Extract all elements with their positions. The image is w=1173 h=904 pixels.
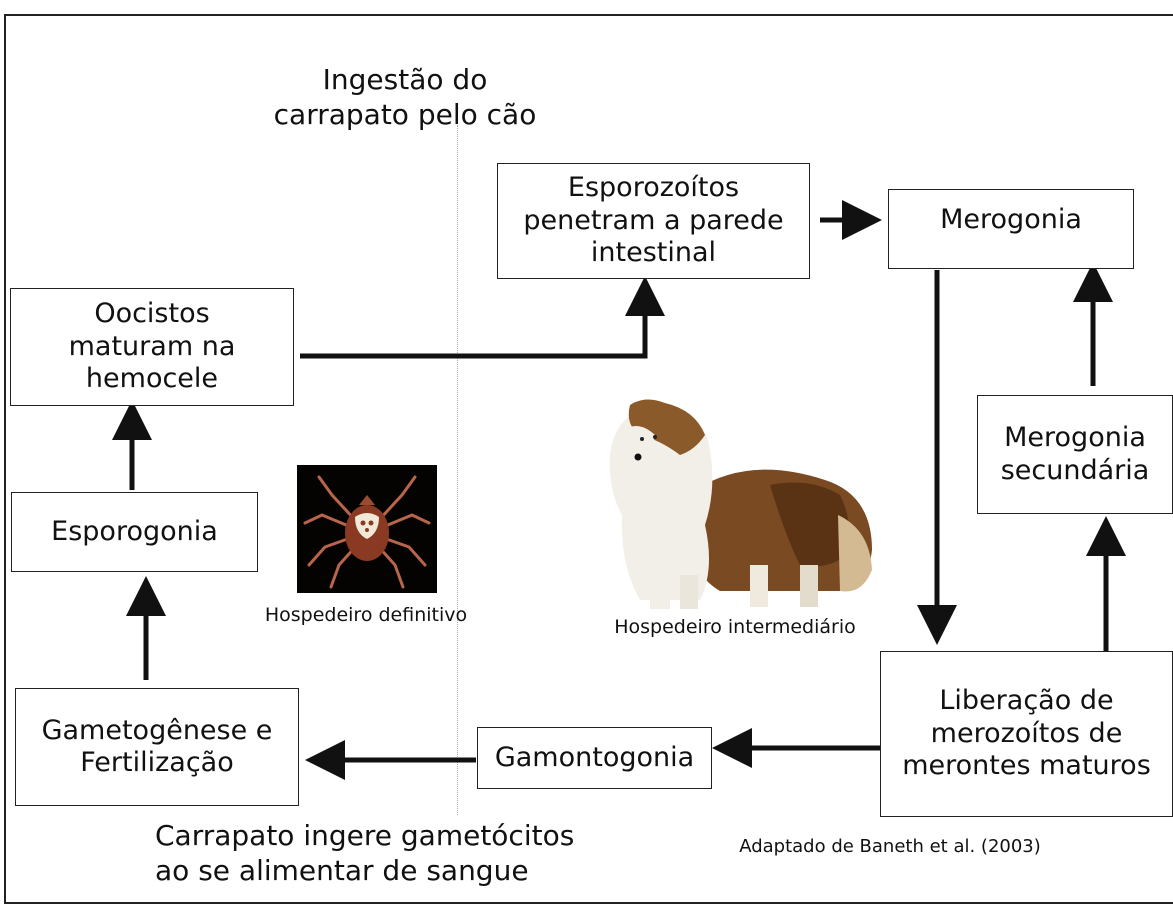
label-hospedeiro-definitivo: Hospedeiro definitivo [264, 604, 468, 626]
label-credito: Adaptado de Baneth et al. (2003) [739, 836, 1041, 857]
box-gamontogonia: Gamontogonia [477, 727, 712, 789]
box-esporogonia: Esporogonia [11, 492, 258, 572]
dog-icon [600, 395, 880, 615]
label-ingestao: Ingestão do carrapato pelo cão [273, 63, 537, 131]
arrow-oocistos-to-esporozoitos [300, 276, 665, 359]
box-merogonia: Merogonia [888, 189, 1134, 269]
box-esporozoitos: Esporozoítos penetram a parede intestina… [497, 163, 810, 279]
tick-icon [297, 465, 437, 593]
box-oocistos: Oocistos maturam na hemocele [10, 288, 294, 406]
box-liberacao: Liberação de merozoítos de merontes matu… [880, 651, 1173, 817]
label-hospedeiro-intermediario: Hospedeiro intermediário [614, 616, 856, 638]
box-merogonia-secundaria: Merogonia secundária [977, 395, 1173, 514]
host-divider-line [457, 125, 458, 815]
label-carrapato-ingere: Carrapato ingere gametócitos ao se alime… [155, 819, 575, 887]
box-gametogenese: Gametogênese e Fertilização [15, 688, 299, 806]
